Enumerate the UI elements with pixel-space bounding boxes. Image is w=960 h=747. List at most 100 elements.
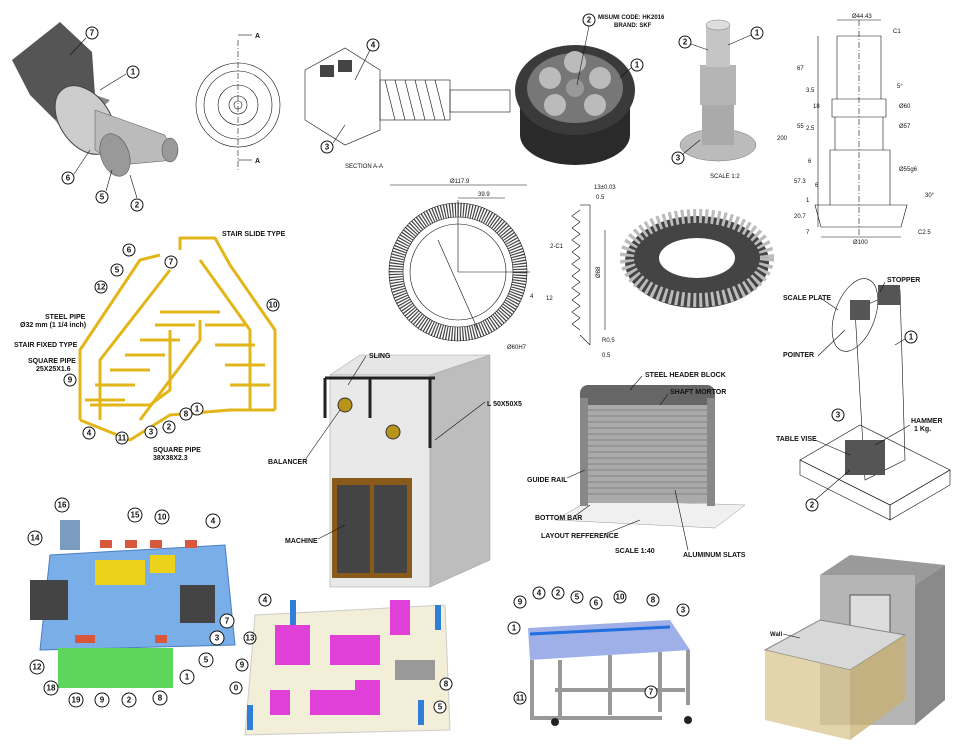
svg-text:8: 8 bbox=[184, 410, 189, 419]
svg-text:3: 3 bbox=[676, 154, 681, 163]
svg-text:2: 2 bbox=[683, 38, 688, 47]
svg-text:R0.5: R0.5 bbox=[602, 338, 615, 344]
svg-text:13±0.03: 13±0.03 bbox=[594, 185, 616, 191]
svg-text:4: 4 bbox=[263, 596, 268, 605]
balloon: 10 bbox=[613, 590, 627, 604]
svg-text:1: 1 bbox=[512, 624, 517, 633]
svg-text:HAMMER: HAMMER bbox=[911, 418, 943, 425]
balloon: 4 bbox=[82, 426, 96, 440]
svg-text:1: 1 bbox=[909, 333, 914, 342]
balloon: 5 bbox=[110, 263, 124, 277]
balloon: 10 bbox=[266, 298, 280, 312]
balloon: 1 bbox=[126, 65, 140, 79]
balloon: 2 bbox=[582, 13, 596, 27]
svg-text:15: 15 bbox=[131, 511, 140, 520]
svg-text:1: 1 bbox=[755, 29, 760, 38]
balloon: 19 bbox=[68, 692, 84, 708]
impact-tester-illustration: STOPPER SCALE PLATE POINTER HAMMER 1 Kg.… bbox=[776, 277, 951, 521]
svg-text:SCALE 1:40: SCALE 1:40 bbox=[615, 548, 655, 555]
balloon: 2 bbox=[678, 35, 692, 49]
svg-text:SHAFT MORTOR: SHAFT MORTOR bbox=[670, 389, 726, 396]
scale-label: SCALE 1:2 bbox=[710, 174, 740, 180]
svg-text:6: 6 bbox=[808, 159, 812, 165]
balloon: 2 bbox=[805, 498, 819, 512]
svg-text:Ø60H7: Ø60H7 bbox=[507, 345, 527, 351]
svg-text:BALANCER: BALANCER bbox=[268, 459, 307, 466]
svg-text:0.5: 0.5 bbox=[596, 195, 605, 201]
balloon: 4 bbox=[532, 586, 546, 600]
balloon: 13 bbox=[243, 631, 257, 645]
svg-text:67: 67 bbox=[797, 66, 804, 72]
svg-text:12: 12 bbox=[546, 296, 553, 302]
balloon: 5 bbox=[433, 700, 447, 714]
svg-text:11: 11 bbox=[118, 434, 127, 443]
balloon: 1 bbox=[750, 26, 764, 40]
svg-text:1 Kg.: 1 Kg. bbox=[914, 426, 931, 433]
balloon: 1 bbox=[904, 330, 918, 344]
bevel-pinion-illustration: 7 1 6 5 2 bbox=[12, 22, 179, 212]
balloon: 7 bbox=[644, 685, 658, 699]
balloon: 3 bbox=[831, 408, 845, 422]
svg-text:18: 18 bbox=[47, 684, 56, 693]
svg-text:3: 3 bbox=[149, 428, 154, 437]
svg-text:39.9: 39.9 bbox=[478, 192, 490, 198]
svg-text:5: 5 bbox=[438, 703, 443, 712]
room-enclosure-illustration: Wall bbox=[763, 555, 945, 740]
svg-text:MACHINE: MACHINE bbox=[285, 538, 318, 545]
svg-text:STEEL PIPE: STEEL PIPE bbox=[45, 314, 86, 321]
svg-text:9: 9 bbox=[240, 661, 245, 670]
balloon: 3 bbox=[209, 630, 225, 646]
svg-text:Ø88: Ø88 bbox=[596, 266, 602, 278]
svg-text:7: 7 bbox=[90, 29, 95, 38]
svg-text:Ø117.9: Ø117.9 bbox=[450, 179, 470, 185]
svg-text:57.3: 57.3 bbox=[794, 179, 806, 185]
svg-text:20.7: 20.7 bbox=[794, 214, 806, 220]
wall-label: Wall bbox=[770, 632, 782, 638]
svg-text:38X38X2.3: 38X38X2.3 bbox=[153, 455, 188, 462]
part-brand: BRAND: SKF bbox=[614, 23, 652, 29]
svg-text:18: 18 bbox=[813, 104, 820, 110]
shaft-dimension-drawing: Ø44.43 C1 67 200 3.5 18 Ø60 55 2.5 Ø57 6… bbox=[777, 14, 935, 246]
svg-text:12: 12 bbox=[33, 663, 42, 672]
balloon: 2 bbox=[121, 692, 137, 708]
svg-text:1: 1 bbox=[185, 673, 190, 682]
conveyor-frame-illustration: 1 9 4 2 5 6 10 8 3 7 11 bbox=[507, 586, 692, 726]
svg-text:10: 10 bbox=[269, 301, 278, 310]
svg-text:Ø55g6: Ø55g6 bbox=[899, 167, 918, 173]
svg-text:0: 0 bbox=[234, 684, 239, 693]
welding-fixture-illustration: 16 15 10 4 14 7 3 5 1 8 2 9 19 18 12 bbox=[27, 497, 236, 708]
svg-text:2: 2 bbox=[587, 16, 592, 25]
svg-text:1: 1 bbox=[131, 68, 136, 77]
svg-text:55: 55 bbox=[797, 124, 804, 130]
svg-text:3.5: 3.5 bbox=[806, 88, 815, 94]
balloon: 3 bbox=[671, 151, 685, 165]
svg-text:GUIDE RAIL: GUIDE RAIL bbox=[527, 477, 568, 484]
svg-text:14: 14 bbox=[31, 534, 40, 543]
svg-text:5: 5 bbox=[115, 266, 120, 275]
section-view-drawing: 4 3 SECTION A-A bbox=[304, 38, 511, 170]
svg-text:7: 7 bbox=[169, 258, 174, 267]
svg-text:4: 4 bbox=[211, 517, 216, 526]
svg-text:SLING: SLING bbox=[369, 353, 391, 360]
svg-text:L 50X50X5: L 50X50X5 bbox=[487, 401, 522, 408]
svg-text:STAIR SLIDE TYPE: STAIR SLIDE TYPE bbox=[222, 231, 286, 238]
svg-text:11: 11 bbox=[516, 694, 525, 703]
section-mark: A bbox=[255, 158, 260, 165]
balloon: 10 bbox=[154, 509, 170, 525]
balloon: 8 bbox=[152, 690, 168, 706]
balloon: 12 bbox=[94, 280, 108, 294]
balloon: 9 bbox=[513, 595, 527, 609]
balloon: 5 bbox=[570, 590, 584, 604]
balloon: 5 bbox=[95, 190, 109, 204]
balloon: 11 bbox=[513, 691, 527, 705]
balloon: 8 bbox=[646, 593, 660, 607]
balloon: 2 bbox=[162, 420, 176, 434]
svg-text:SCALE PLATE: SCALE PLATE bbox=[783, 295, 831, 302]
balloon: 4 bbox=[366, 38, 380, 52]
balloon: 16 bbox=[54, 497, 70, 513]
svg-text:4: 4 bbox=[530, 294, 534, 300]
svg-text:9: 9 bbox=[518, 598, 523, 607]
svg-text:TABLE VISE: TABLE VISE bbox=[776, 436, 817, 443]
svg-text:5: 5 bbox=[204, 656, 209, 665]
